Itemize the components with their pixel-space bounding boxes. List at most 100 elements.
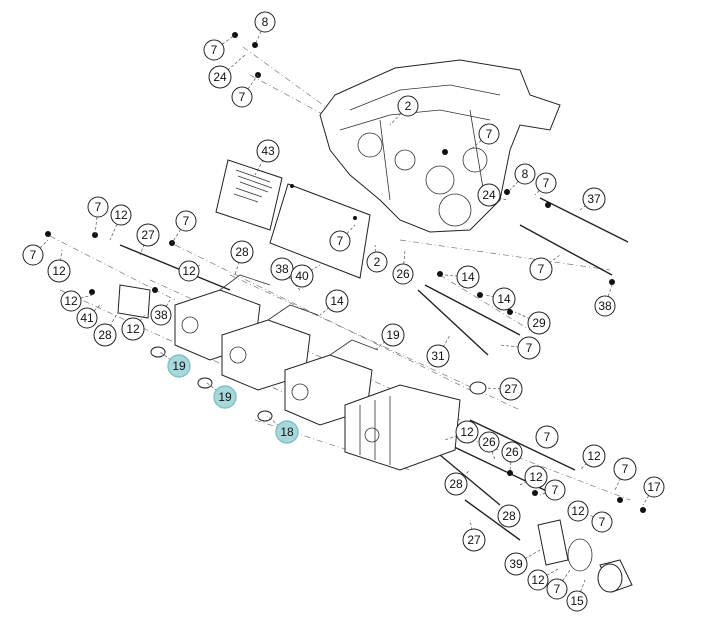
- cover-panel: [269, 183, 371, 279]
- callout: 12: [527, 569, 549, 591]
- callout-number: 31: [431, 349, 445, 363]
- motor-assembly: [537, 519, 633, 593]
- callout-leader: [509, 173, 526, 191]
- callout-circle: [594, 295, 616, 317]
- callout-number: 7: [30, 248, 37, 262]
- callout-number: 28: [98, 328, 112, 342]
- callout: 12: [582, 444, 606, 468]
- callout-leader: [484, 294, 505, 300]
- callout-number: 12: [52, 264, 66, 278]
- callout-leader: [537, 567, 561, 581]
- callout-circle: [213, 385, 237, 409]
- callout: 7: [529, 257, 553, 281]
- callout-number: 12: [126, 322, 140, 336]
- callout-number: 12: [114, 208, 128, 222]
- callout-circle: [643, 476, 665, 498]
- callout-circle: [325, 289, 349, 313]
- callout-circle: [230, 240, 254, 264]
- callout-number: 7: [599, 515, 606, 529]
- callout-circle: [546, 578, 568, 600]
- callout-number: 7: [543, 176, 550, 190]
- callout-circle: [167, 354, 191, 378]
- callout-number: 7: [239, 90, 246, 104]
- callout-number: 7: [95, 200, 102, 214]
- callout-number: 27: [504, 382, 518, 396]
- callout-leader: [254, 21, 266, 46]
- callout-leader: [514, 311, 540, 324]
- callout: 29: [527, 311, 551, 335]
- callout: 41: [76, 307, 98, 329]
- callout-leader: [444, 274, 469, 278]
- callout: 7: [478, 123, 500, 145]
- callout: 17: [643, 476, 665, 498]
- callout-highlighted: 19: [167, 354, 191, 378]
- callout-number: 40: [295, 269, 309, 283]
- callout-circle: [582, 444, 606, 468]
- callout: 2: [366, 251, 388, 273]
- callout: 12: [121, 317, 145, 341]
- hardware-nuts: [45, 32, 646, 513]
- callout: 26: [478, 431, 500, 453]
- main-frame-housing: [319, 59, 561, 233]
- callout-circle: [110, 204, 132, 226]
- callout-number: 7: [211, 43, 218, 57]
- callout-circle: [456, 265, 480, 289]
- callout-number: 7: [554, 582, 561, 596]
- callout: 7: [22, 244, 44, 266]
- callout-leader: [159, 351, 180, 367]
- callout-circle: [397, 95, 419, 117]
- callout-circle: [256, 139, 280, 163]
- callout-number: 8: [522, 167, 529, 181]
- callout-circle: [517, 336, 541, 360]
- callout: 38: [594, 295, 616, 317]
- callout-circle: [544, 479, 566, 501]
- callout: 31: [426, 344, 450, 368]
- callout-number: 17: [647, 480, 661, 494]
- callout-circle: [208, 65, 232, 89]
- callout: 27: [499, 377, 523, 401]
- callout-circle: [504, 552, 528, 576]
- callout: 38: [150, 304, 172, 326]
- callout-circle: [462, 528, 486, 552]
- callout-leader: [171, 220, 187, 244]
- callout-leader: [104, 311, 119, 336]
- callout-circle: [527, 311, 551, 335]
- rods: [119, 197, 629, 541]
- callout-number: 26: [505, 445, 519, 459]
- callout-leader: [642, 486, 655, 506]
- callout: 12: [178, 260, 200, 282]
- callout-number: 2: [405, 99, 412, 113]
- callout-number: 14: [497, 292, 511, 306]
- callout-number: 27: [467, 533, 481, 547]
- valve-block-stack: [344, 384, 461, 471]
- callout: 12: [110, 204, 132, 226]
- callout: 7: [546, 578, 568, 600]
- callout: 24: [208, 65, 232, 89]
- callout-leader: [109, 214, 122, 241]
- callout-circle: [150, 304, 172, 326]
- callout: 28: [230, 240, 254, 264]
- callout-leader: [266, 415, 288, 433]
- callout-circle: [477, 183, 501, 207]
- label-plate: [215, 159, 283, 231]
- callout-number: 38: [154, 308, 168, 322]
- callout: 7: [535, 172, 557, 194]
- callout: 14: [492, 287, 516, 311]
- callout-circle: [478, 123, 500, 145]
- callout-circle: [290, 264, 314, 288]
- callout-number: 7: [486, 127, 493, 141]
- callout-number: 24: [482, 188, 496, 202]
- callout-leader: [234, 251, 243, 276]
- callout-number: 12: [460, 425, 474, 439]
- callout-number: 28: [235, 245, 249, 259]
- callout-circle: [60, 290, 82, 312]
- callout-number: 19: [172, 359, 186, 373]
- callout-circle: [582, 187, 606, 211]
- callout-number: 7: [552, 483, 559, 497]
- callout-number: 12: [571, 504, 585, 518]
- callout-circle: [478, 431, 500, 453]
- callout: 28: [497, 504, 521, 528]
- callout-number: 14: [461, 270, 475, 284]
- callout-number: 26: [396, 267, 410, 281]
- callout: 7: [613, 457, 637, 481]
